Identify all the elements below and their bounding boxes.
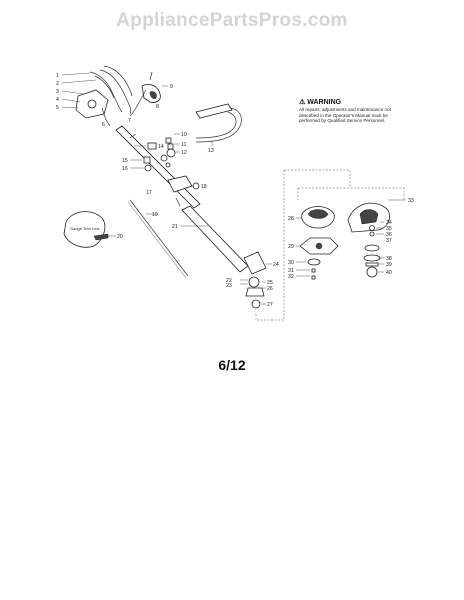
callout-30: 30	[288, 260, 294, 266]
callout-7: 7	[128, 118, 131, 124]
callout-14: 14	[158, 144, 164, 150]
small-parts-14-16	[130, 142, 157, 172]
trim-line-19	[127, 199, 189, 279]
callout-5: 5	[56, 105, 59, 111]
callout-20: 20	[117, 234, 123, 240]
callout-11: 11	[181, 142, 186, 148]
handle-bar	[195, 103, 242, 146]
callout-39: 39	[386, 262, 392, 268]
upper-shaft	[115, 125, 201, 209]
callout-40: 40	[386, 270, 392, 276]
callout-leaders-left	[61, 72, 168, 109]
callout-13: 13	[208, 148, 214, 154]
callout-6: 6	[102, 122, 105, 128]
callout-27: 27	[267, 302, 273, 308]
callout-21: 21	[172, 224, 178, 230]
callout-4: 4	[56, 97, 59, 103]
callout-16: 16	[122, 166, 128, 172]
callout-12: 12	[181, 150, 187, 156]
callout-38: 38	[386, 256, 392, 262]
warning-title: ⚠ WARNING	[299, 99, 342, 106]
callout-28: 28	[288, 216, 294, 222]
callout-36: 36	[386, 232, 392, 238]
clamp-parts	[160, 133, 180, 168]
callout-25: 25	[267, 280, 273, 286]
callout-18: 18	[201, 184, 207, 190]
callout-9: 9	[170, 84, 173, 90]
callout-31: 31	[288, 268, 294, 274]
cutting-head-frame	[255, 169, 406, 321]
lower-shaft	[180, 205, 249, 273]
guard-parts	[347, 202, 390, 278]
callout-3: 3	[56, 89, 59, 95]
callout-34: 34	[386, 220, 392, 226]
callout-2: 2	[56, 81, 59, 87]
callout-1: 1	[56, 73, 59, 79]
callout-33: 33	[408, 198, 414, 204]
callout-10: 10	[181, 132, 187, 138]
callout-17: 17	[146, 190, 152, 196]
trimmer-head-parts	[296, 206, 339, 280]
callout-15: 15	[122, 158, 128, 164]
callout-35: 35	[386, 226, 392, 232]
warning-body: All repairs, adjustments and maintenance…	[299, 107, 391, 124]
page-number: 6/12	[218, 357, 246, 373]
warning-notice: ⚠ WARNING All repairs, adjustments and m…	[299, 99, 409, 124]
callout-37: 37	[386, 238, 392, 244]
callout-19: 19	[152, 212, 158, 218]
watermark: AppliancePartsPros.com	[116, 10, 348, 31]
callout-32: 32	[288, 274, 294, 280]
callout-22: 22	[226, 278, 232, 284]
callout-29: 29	[288, 244, 294, 250]
throttle-assembly	[75, 65, 161, 127]
trim-line-gauge	[63, 211, 116, 248]
callout-8: 8	[156, 104, 159, 110]
gauge-label: Gauge Trim Line	[70, 226, 100, 231]
callout-labels: 1 2 3 4 5 6 7 8 9 10 11 12 13 14 15 16 1…	[56, 73, 414, 308]
callout-24: 24	[273, 262, 279, 268]
callout-23: 23	[226, 283, 232, 289]
gear-head	[240, 251, 272, 309]
callout-26: 26	[267, 286, 273, 292]
